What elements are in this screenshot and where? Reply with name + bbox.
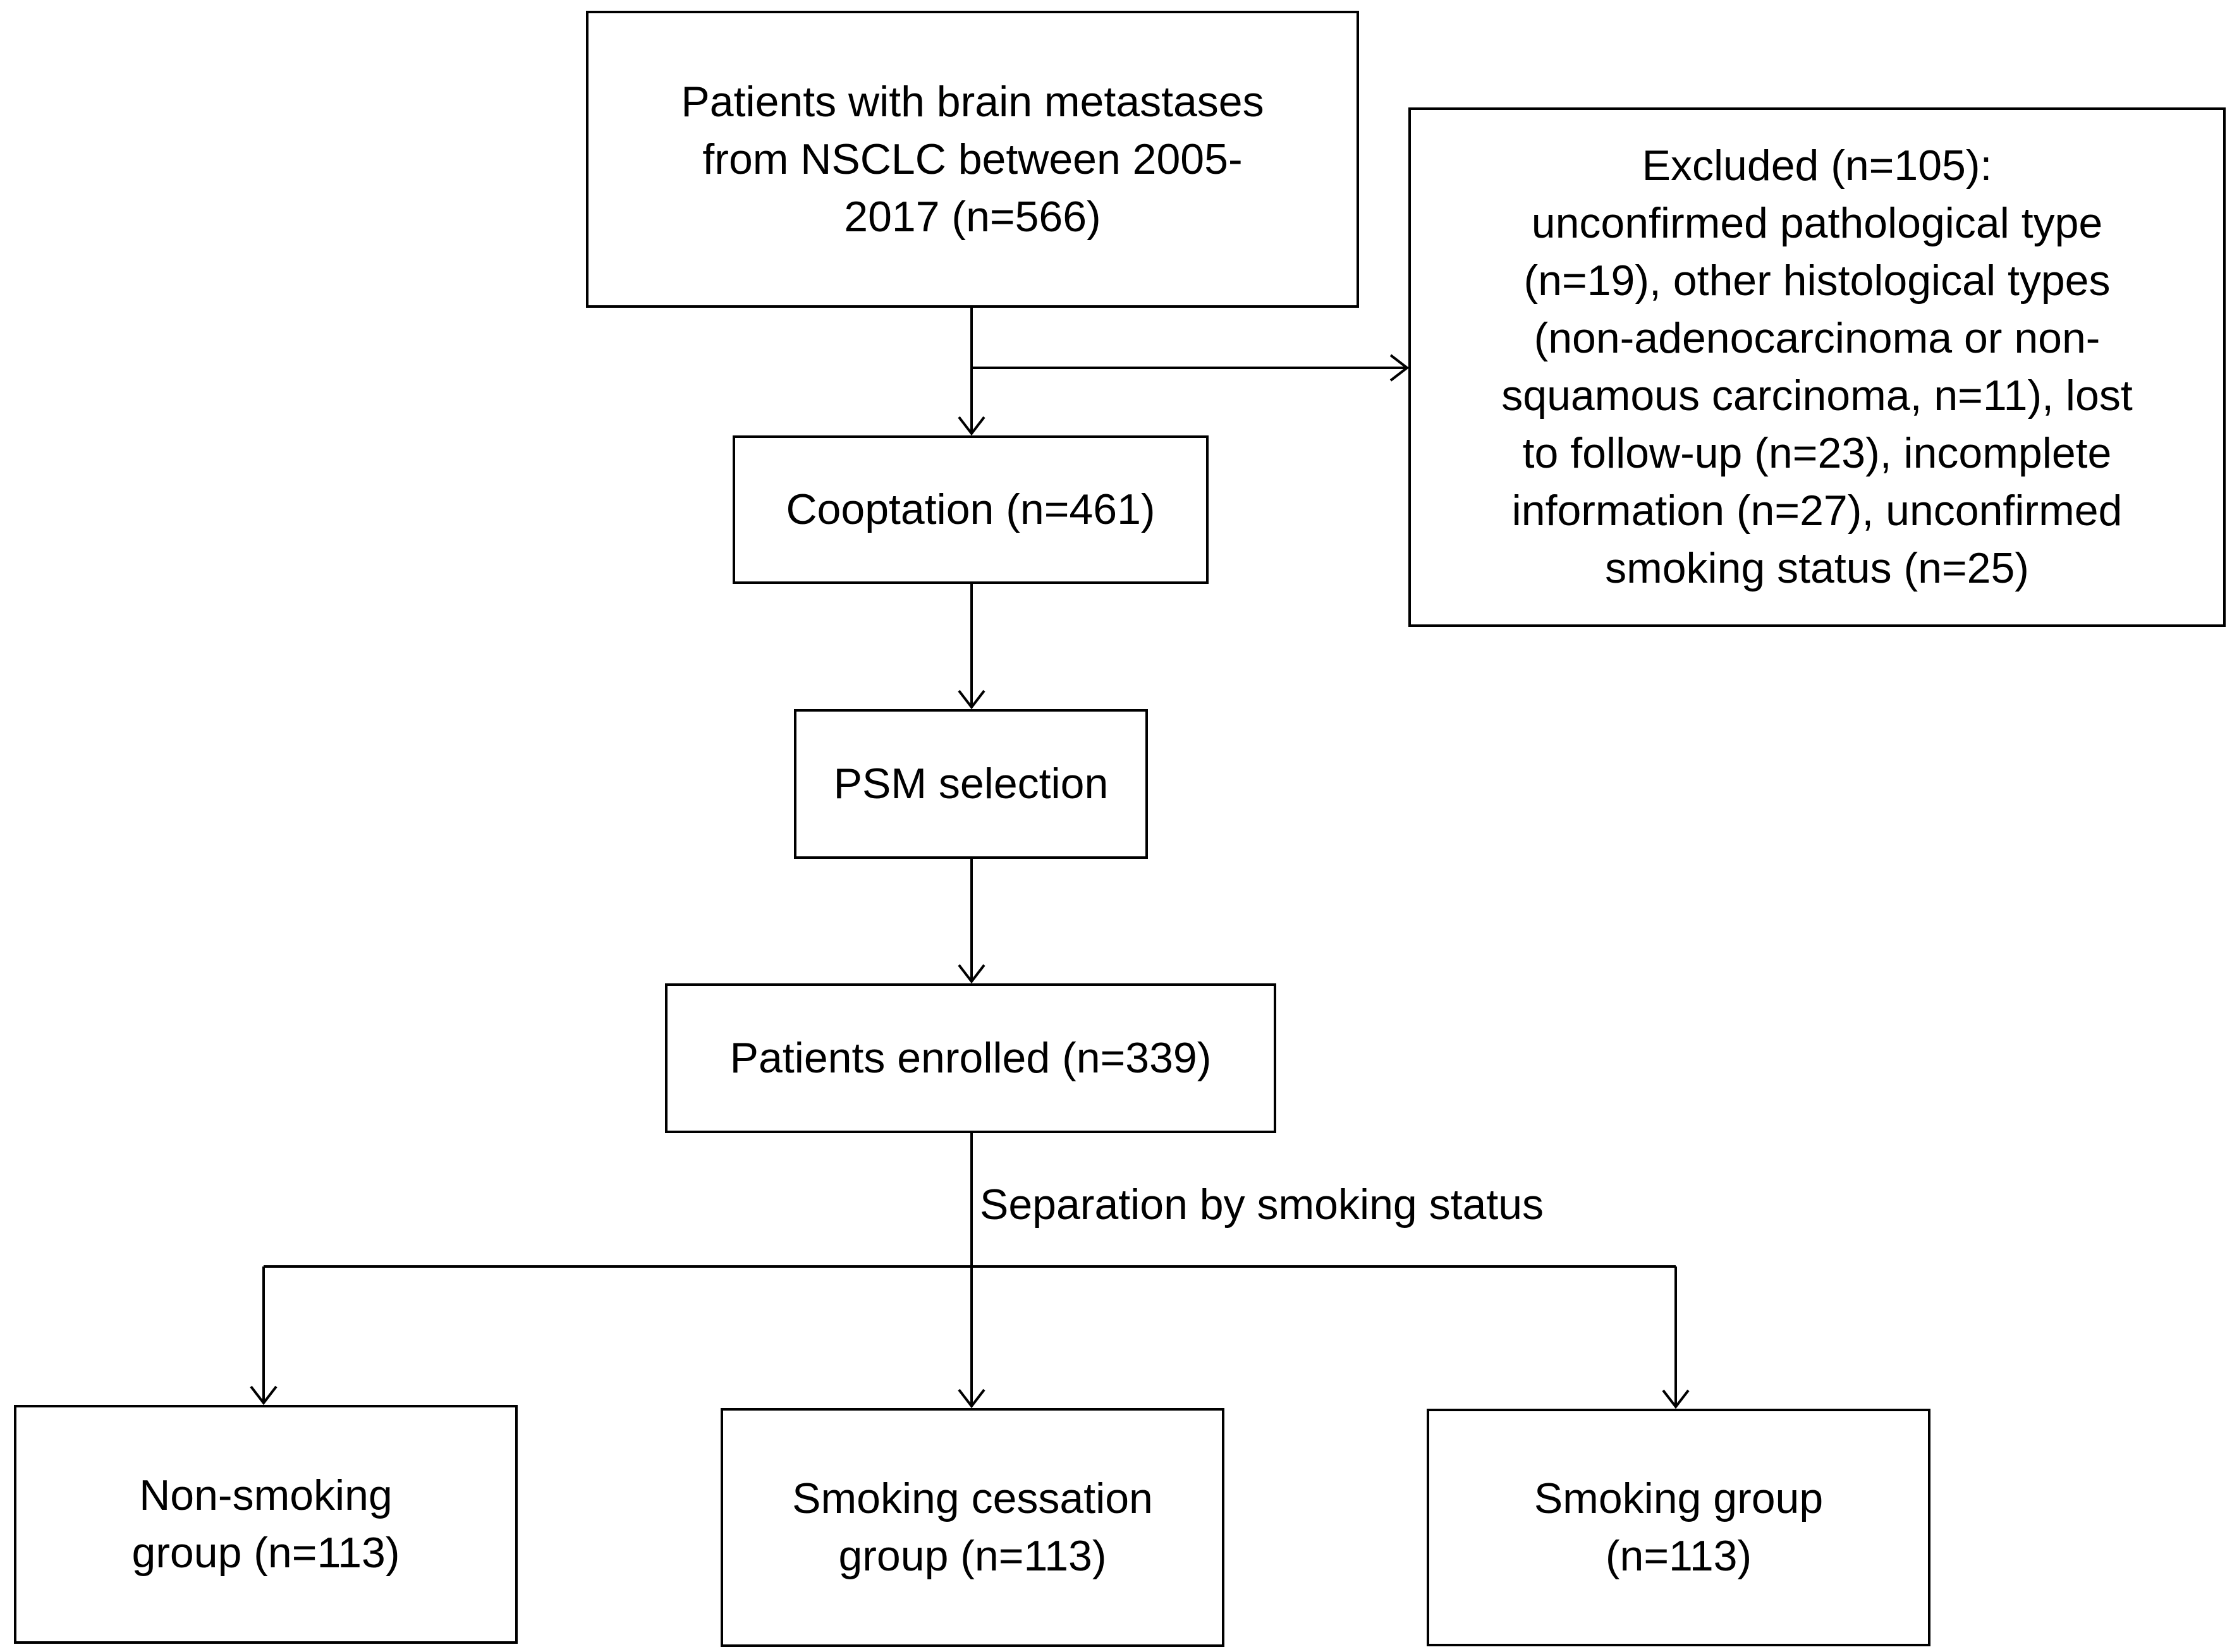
box-text-line: Smoking cessation [792,1474,1153,1522]
box-text-line: Excluded (n=105): [1642,142,1992,190]
psm-selection-box: PSM selection [794,709,1148,859]
box-text-line: Smoking group [1534,1474,1824,1522]
smoking-cessation-group-box: Smoking cessation group (n=113) [721,1408,1224,1647]
non-smoking-group-box: Non-smoking group (n=113) [14,1405,518,1644]
box-text-line: squamous carcinoma, n=11), lost [1501,372,2133,420]
box-text-line: Patients enrolled (n=339) [729,1034,1212,1082]
box-text-line: Patients with brain metastases [681,77,1264,126]
split-label: Separation by smoking status [980,1181,1544,1229]
box-text-line: group (n=113) [838,1532,1107,1580]
box-text-line: to follow-up (n=23), incomplete [1522,429,2112,477]
box-text-line: information (n=27), unconfirmed [1511,487,2123,535]
box-text-line: smoking status (n=25) [1605,544,2029,592]
excluded-box: Excluded (n=105): unconfirmed pathologica… [1408,107,2226,627]
box-text-line: group (n=113) [131,1529,400,1577]
enrolled-box: Patients enrolled (n=339) [665,983,1276,1133]
box-text-line: unconfirmed pathological type [1531,199,2103,247]
box-text-line: (n=113) [1605,1532,1752,1580]
source-population-box: Patients with brain metastases from NSCLC… [586,11,1359,308]
box-text-line: 2017 (n=566) [844,192,1101,241]
smoking-group-box: Smoking group (n=113) [1427,1409,1930,1646]
box-text-line: Non-smoking [139,1471,393,1519]
box-text-line: (n=19), other histological types [1523,257,2111,305]
box-text-line: from NSCLC between 2005- [702,135,1243,183]
box-text-line: PSM selection [833,760,1109,808]
box-text-line: Cooptation (n=461) [786,485,1156,533]
cooptation-box: Cooptation (n=461) [733,435,1209,584]
box-text-line: (non-adenocarcinoma or non- [1534,314,2101,362]
